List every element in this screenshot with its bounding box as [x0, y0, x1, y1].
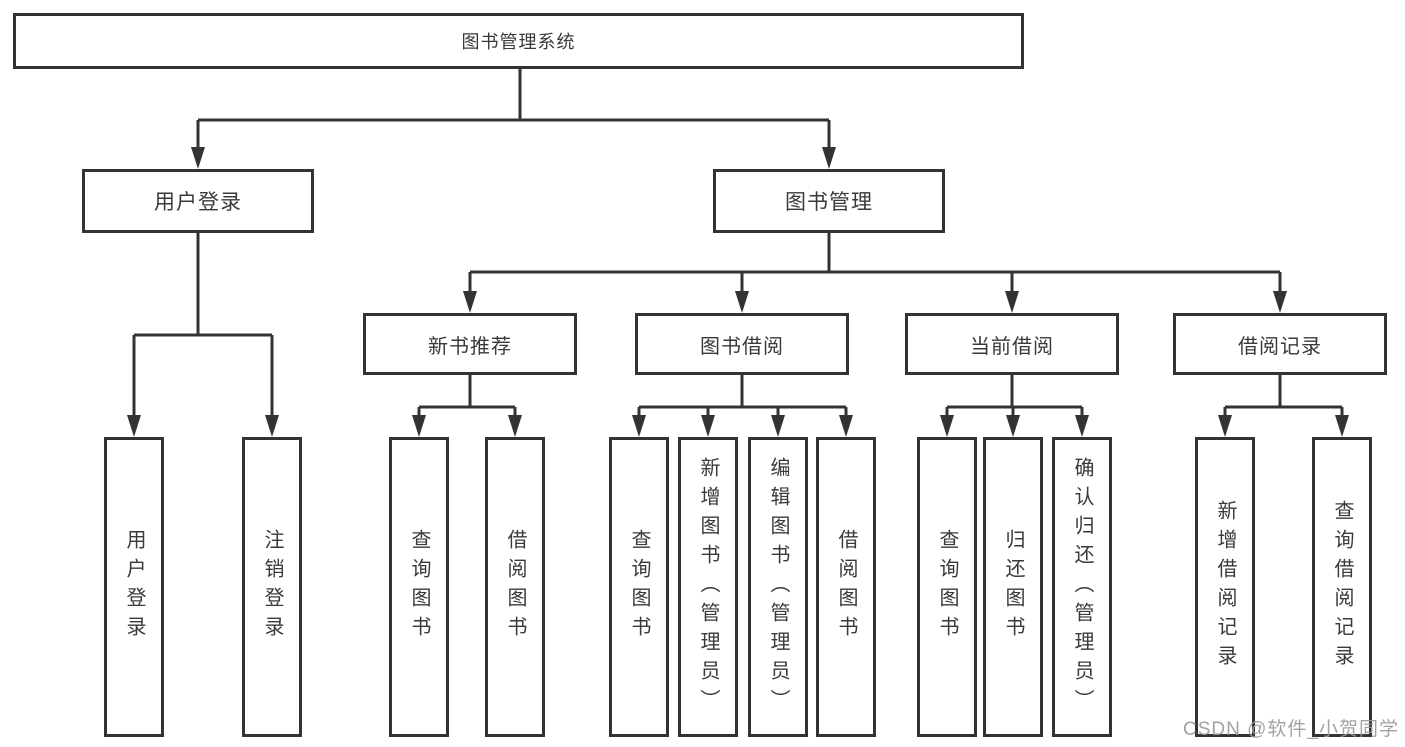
leaf-query-books-recommend: 查询图书 — [389, 437, 449, 737]
node-label: 查询图书 — [936, 529, 958, 645]
leaf-borrow-books-recommend: 借阅图书 — [485, 437, 545, 737]
node-book-management: 图书管理 — [713, 169, 945, 233]
node-label: 新增借阅记录 — [1214, 500, 1236, 674]
leaf-user-login: 用户登录 — [104, 437, 164, 737]
leaf-query-borrowing-record: 查询借阅记录 — [1312, 437, 1372, 737]
node-book-borrowing: 图书借阅 — [635, 313, 849, 375]
node-label: 借阅图书 — [835, 529, 857, 645]
leaf-add-books-admin: 新增图书（管理员） — [678, 437, 738, 737]
node-borrowing-records: 借阅记录 — [1173, 313, 1387, 375]
leaf-query-books-current: 查询图书 — [917, 437, 977, 737]
node-label: 新书推荐 — [428, 335, 512, 358]
node-label: 图书借阅 — [700, 335, 784, 358]
node-user-login: 用户登录 — [82, 169, 314, 233]
leaf-confirm-return-admin: 确认归还（管理员） — [1052, 437, 1112, 737]
node-label: 图书管理系统 — [461, 32, 576, 52]
node-label: 借阅记录 — [1238, 335, 1322, 358]
node-label: 新增图书（管理员） — [697, 456, 719, 718]
node-label: 查询图书 — [628, 529, 650, 645]
leaf-logout: 注销登录 — [242, 437, 302, 737]
leaf-add-borrowing-record: 新增借阅记录 — [1195, 437, 1255, 737]
node-label: 用户登录 — [123, 529, 145, 645]
leaf-edit-books-admin: 编辑图书（管理员） — [748, 437, 808, 737]
node-library-management-system: 图书管理系统 — [13, 13, 1024, 69]
node-label: 用户登录 — [154, 191, 242, 214]
node-current-borrowing: 当前借阅 — [905, 313, 1119, 375]
node-label: 归还图书 — [1002, 529, 1024, 645]
node-label: 借阅图书 — [504, 529, 526, 645]
node-label: 编辑图书（管理员） — [767, 456, 789, 718]
node-label: 当前借阅 — [970, 335, 1054, 358]
csdn-watermark: CSDN @软件_小贺同学 — [1183, 719, 1399, 740]
node-label: 确认归还（管理员） — [1071, 456, 1093, 718]
node-label: 查询借阅记录 — [1331, 500, 1353, 674]
node-new-book-recommend: 新书推荐 — [363, 313, 577, 375]
node-label: 图书管理 — [785, 191, 873, 214]
leaf-return-books: 归还图书 — [983, 437, 1043, 737]
node-label: 查询图书 — [408, 529, 430, 645]
node-label: 注销登录 — [261, 529, 283, 645]
leaf-query-books-borrowing: 查询图书 — [609, 437, 669, 737]
leaf-borrow-books: 借阅图书 — [816, 437, 876, 737]
